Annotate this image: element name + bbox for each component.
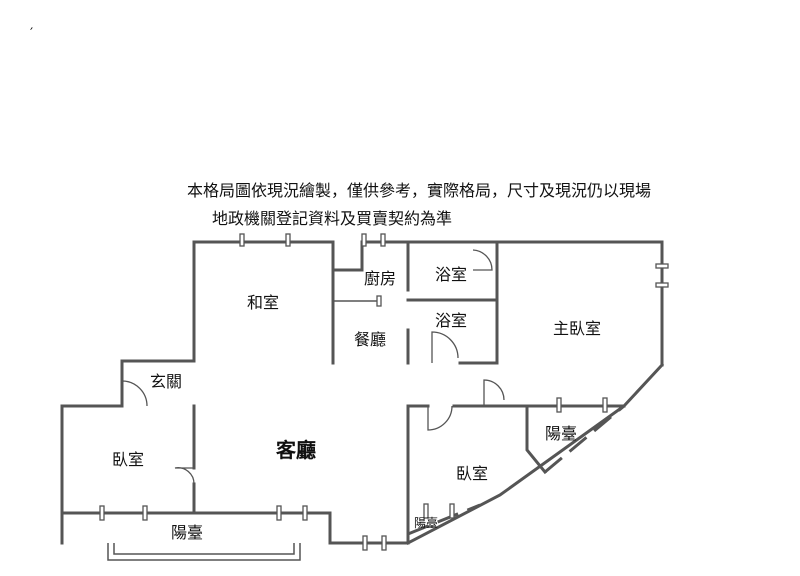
label-balcony-right: 陽臺	[545, 424, 577, 443]
label-living-room: 客廳	[275, 438, 316, 462]
interior-walls	[192, 240, 626, 536]
label-kitchen: 廚房	[364, 269, 396, 288]
label-dining: 餐廳	[354, 330, 386, 349]
windows	[99, 233, 669, 551]
label-entrance: 玄關	[150, 372, 182, 391]
notice-line-1: 本格局圖依現況繪製，僅供參考，實際格局，尺寸及現況仍以現場	[187, 181, 651, 200]
balcony-ledge	[107, 543, 301, 561]
bedroom-left-door	[174, 467, 195, 485]
notice-line-2: 地政機關登記資料及買賣契約為準	[212, 209, 452, 228]
label-balcony-bottom: 陽臺	[171, 523, 203, 542]
bathroom-2-door	[431, 331, 459, 363]
master-bedroom-door	[483, 379, 505, 406]
doors	[121, 249, 505, 485]
label-japanese-room: 和室	[247, 293, 279, 312]
corner-mark: ′	[30, 26, 33, 42]
label-bathroom-1: 浴室	[435, 265, 467, 284]
bathroom-1-door	[472, 249, 493, 271]
bedroom-right-door	[427, 405, 453, 431]
outer-walls	[60, 240, 665, 546]
entrance-door	[121, 380, 148, 407]
label-bathroom-2: 浴室	[435, 311, 467, 330]
label-bedroom-right: 臥室	[456, 464, 488, 483]
label-balcony-small: 陽臺	[414, 515, 438, 530]
label-bedroom-left: 臥室	[112, 450, 144, 469]
label-master-bedroom: 主臥室	[553, 319, 601, 338]
